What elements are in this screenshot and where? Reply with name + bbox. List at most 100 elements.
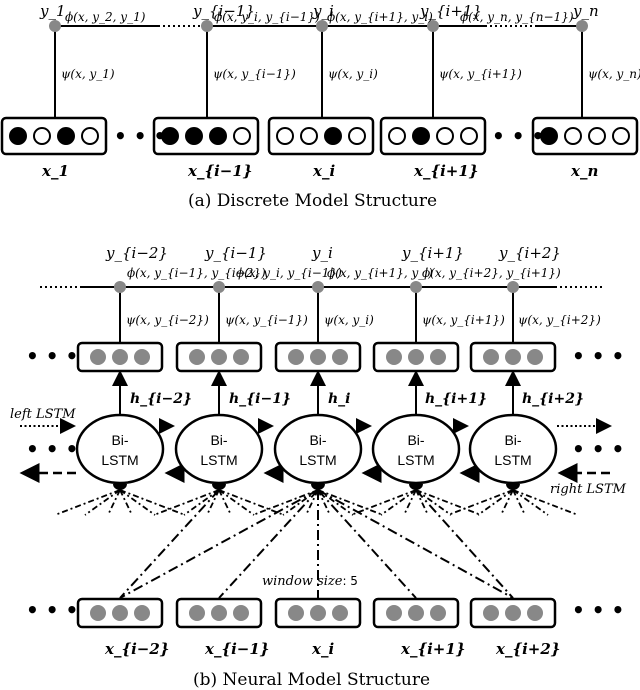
gray-unit-circle	[430, 605, 446, 621]
fan-stub	[415, 489, 452, 516]
label-node	[49, 20, 61, 32]
node-factor: ψ(x, y_{i−1})	[225, 313, 308, 327]
fan-stub	[317, 489, 331, 516]
gray-unit-circle	[527, 605, 543, 621]
bilstm-label-line2: LSTM	[200, 452, 237, 468]
bilstm-cell: Bi- LSTM	[273, 413, 363, 485]
fan-stub	[415, 489, 482, 516]
bilstm-label-line2: LSTM	[397, 452, 434, 468]
label-y1: y_1	[39, 2, 66, 20]
window-connection	[415, 489, 514, 599]
window-hub	[212, 484, 226, 490]
bilstm-label-line1: Bi-	[111, 432, 128, 448]
window-connection	[317, 489, 417, 599]
fan-stub	[218, 489, 255, 516]
gray-unit-circle	[408, 605, 424, 621]
gray-unit-circle	[211, 605, 227, 621]
ellipsis: • • •	[26, 344, 78, 368]
gray-unit-circle	[527, 349, 543, 365]
empty-unit-circle	[388, 127, 406, 145]
label-y-i-minus-2: y_{i−2}	[105, 244, 168, 262]
input-x-i-minus-1: x_{i−1}	[204, 640, 269, 658]
fan-stub	[403, 489, 417, 516]
fan-stub	[447, 489, 514, 516]
gray-unit-circle	[90, 349, 106, 365]
window-hub	[113, 484, 127, 490]
filled-unit-circle	[412, 127, 430, 145]
node-factor: ψ(x, y_{i+1})	[439, 67, 522, 81]
node-factor: ψ(x, y_i)	[324, 313, 374, 327]
ellipsis: • • •	[114, 124, 166, 148]
fan-stub	[350, 489, 417, 516]
input-x-i: x_i	[312, 162, 335, 180]
label-node	[410, 281, 422, 293]
ellipsis: • • •	[26, 598, 78, 622]
fan-stub	[119, 489, 186, 516]
hidden-h-i-minus-2: h_{i−2}	[130, 391, 192, 407]
fan-stub	[218, 489, 232, 516]
bilstm-label-line1: Bi-	[504, 432, 521, 448]
gray-unit-circle	[233, 605, 249, 621]
gray-unit-circle	[112, 349, 128, 365]
hidden-h-i-plus-2: h_{i+2}	[522, 391, 584, 407]
fan-stub	[153, 489, 220, 516]
label-y-i: y_i	[311, 244, 333, 262]
gray-unit-circle	[288, 605, 304, 621]
input-x-i-minus-2: x_{i−2}	[104, 640, 169, 658]
window-connection	[218, 489, 319, 599]
fan-stub	[512, 489, 579, 516]
filled-unit-circle	[324, 127, 342, 145]
bilstm-cell: Bi- LSTM	[75, 413, 165, 485]
label-node	[427, 20, 439, 32]
empty-unit-circle	[436, 127, 454, 145]
empty-unit-circle	[564, 127, 582, 145]
label-node	[213, 281, 225, 293]
fan-stub	[477, 489, 514, 516]
fan-stub	[380, 489, 417, 516]
label-y-i: y_i	[312, 2, 334, 20]
window-hub	[311, 484, 325, 490]
left-lstm-label: left LSTM	[10, 407, 76, 422]
edge-factor: ϕ(x, y_i, y_{i−1})	[214, 10, 320, 24]
fan-stub	[305, 489, 319, 516]
gray-unit-circle	[288, 349, 304, 365]
gray-unit-circle	[211, 349, 227, 365]
node-factor: ψ(x, y_{i+1})	[422, 313, 505, 327]
node-factor: ψ(x, y_n)	[588, 67, 640, 81]
edge-factor: ϕ(x, y_{i+1}, y_i)	[327, 10, 433, 24]
fan-stub	[119, 489, 133, 516]
window-size-label: window size: 5	[262, 574, 358, 589]
label-y-i-plus-2: y_{i+2}	[498, 244, 561, 262]
ellipsis: • • •	[572, 344, 624, 368]
edge-factor: ϕ(x, y_i, y_{i−1})	[236, 266, 342, 280]
empty-unit-circle	[348, 127, 366, 145]
neural-panel: y_{i−2} y_{i−1} y_i y_{i+1} y_{i+2} ϕ(x,…	[10, 244, 627, 690]
edge-factor: ϕ(x, y_2, y_1)	[65, 10, 146, 24]
empty-unit-circle	[233, 127, 251, 145]
bilstm-label-line1: Bi-	[407, 432, 424, 448]
edge-factor: ϕ(x, y_n, y_{n−1})	[460, 10, 574, 24]
gray-unit-circle	[386, 349, 402, 365]
gray-unit-circle	[408, 349, 424, 365]
input-box	[0, 116, 108, 156]
node-factor: ψ(x, y_i)	[328, 67, 378, 81]
window-size-text: window size	[262, 574, 343, 589]
fan-stub	[317, 489, 384, 516]
filled-unit-circle	[57, 127, 75, 145]
gray-unit-circle	[332, 605, 348, 621]
gray-unit-circle	[505, 605, 521, 621]
gray-unit-circle	[310, 349, 326, 365]
hidden-h-i-plus-1: h_{i+1}	[425, 391, 487, 407]
empty-unit-circle	[300, 127, 318, 145]
label-node	[316, 20, 328, 32]
ellipsis: • • •	[572, 437, 624, 461]
gray-unit-circle	[189, 349, 205, 365]
gray-unit-circle	[310, 605, 326, 621]
edge-factor: ϕ(x, y_{i+1}, y_i)	[327, 266, 433, 280]
window-size-value: : 5	[342, 574, 358, 588]
gray-unit-circle	[134, 605, 150, 621]
label-y-i-plus-1: y_{i+1}	[401, 244, 464, 262]
empty-unit-circle	[460, 127, 478, 145]
gray-unit-circle	[189, 605, 205, 621]
